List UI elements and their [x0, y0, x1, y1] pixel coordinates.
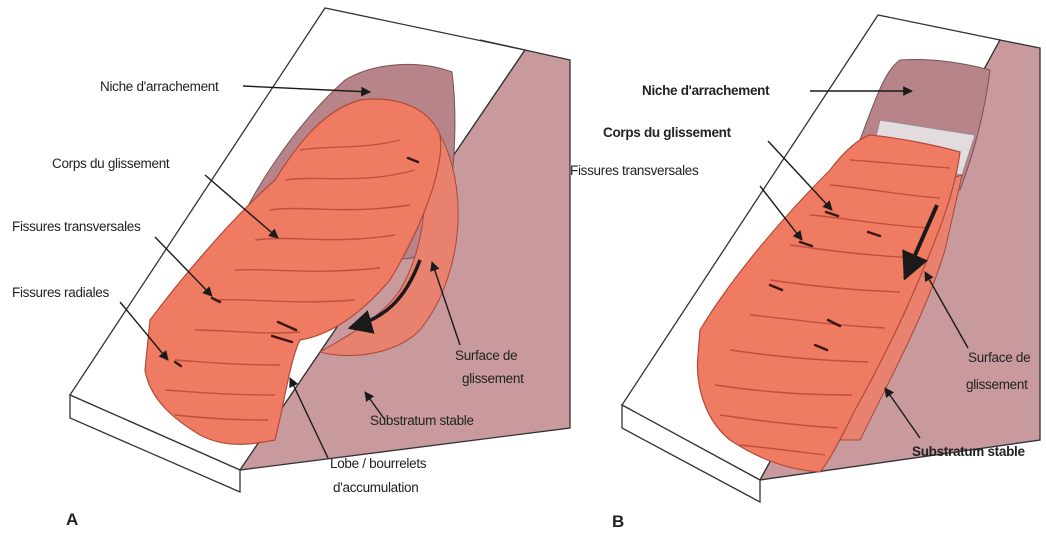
- panel-label-a: A: [66, 510, 78, 529]
- label-fissures-transversales-b: Fissures transversales: [570, 163, 699, 178]
- diagram-a: Niche d'arrachement Corps du glissement …: [12, 8, 570, 529]
- label-niche-b: Niche d'arrachement: [642, 83, 770, 98]
- label-surface-line1-a: Surface de: [455, 348, 517, 363]
- label-substratum-a: Substratum stable: [370, 413, 474, 428]
- label-lobe-line2-a: d'accumulation: [333, 480, 418, 495]
- label-surface-line2-a: glissement: [462, 371, 524, 386]
- label-lobe-line1-a: Lobe / bourrelets: [330, 456, 427, 471]
- label-fissures-radiales-a: Fissures radiales: [12, 285, 109, 300]
- label-fissures-transversales-a: Fissures transversales: [12, 219, 141, 234]
- label-substratum-b: Substratum stable: [912, 444, 1025, 459]
- panel-label-b: B: [612, 512, 624, 531]
- label-corps-a: Corps du glissement: [52, 156, 170, 171]
- label-niche-a: Niche d'arrachement: [100, 79, 219, 94]
- label-surface-line1-b: Surface de: [968, 350, 1030, 365]
- label-corps-b: Corps du glissement: [603, 125, 732, 140]
- diagram-b: Niche d'arrachement Corps du glissement …: [570, 15, 1040, 531]
- label-surface-line2-b: glissement: [966, 377, 1028, 392]
